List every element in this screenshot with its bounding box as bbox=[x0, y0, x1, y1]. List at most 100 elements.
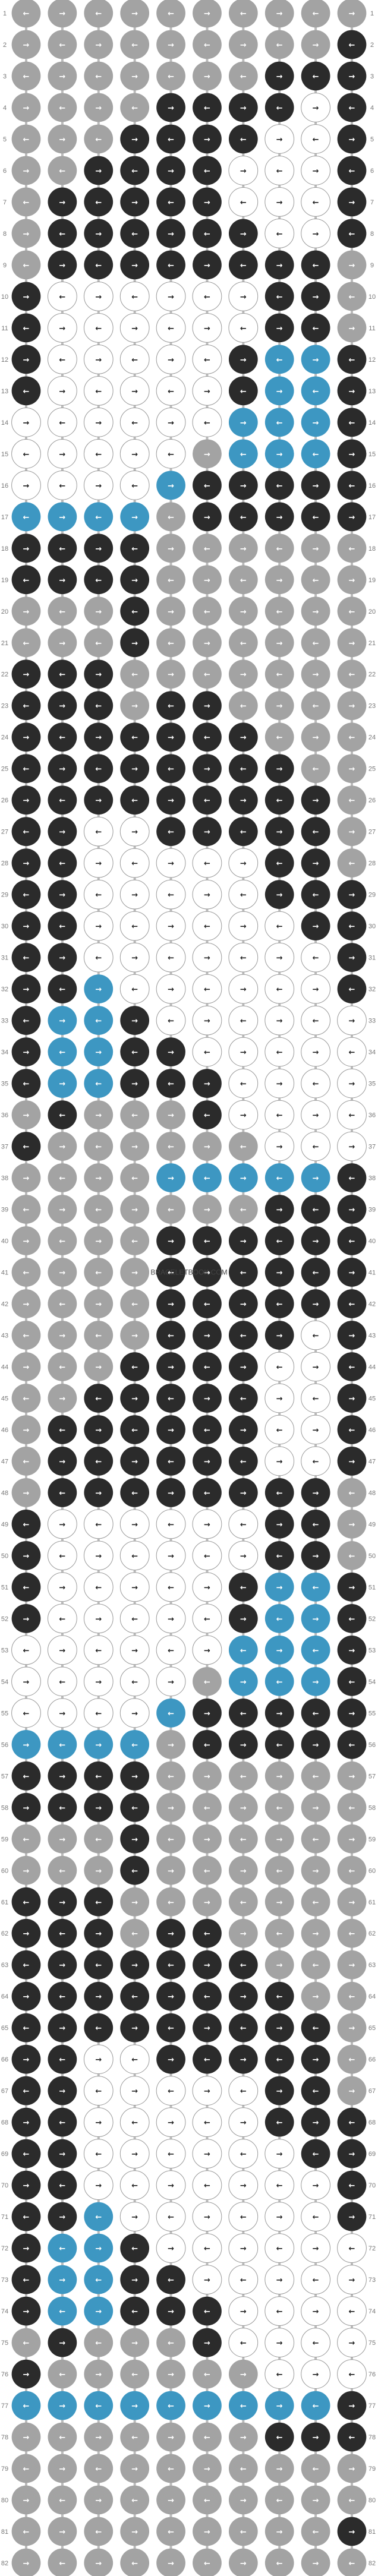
knot-arrow-icon: ← bbox=[95, 261, 102, 270]
knot-circle bbox=[84, 1447, 114, 1476]
knot-arrow-icon: → bbox=[131, 1017, 138, 1026]
knot: → bbox=[120, 1950, 150, 1980]
knot-arrow-icon: ← bbox=[313, 72, 319, 81]
knot-arrow-icon: → bbox=[131, 324, 138, 333]
knot-circle bbox=[11, 470, 41, 500]
knot-arrow-icon: → bbox=[313, 1804, 319, 1813]
knot-circle bbox=[264, 282, 294, 311]
knot: → bbox=[11, 1478, 41, 1507]
knot-arrow-icon: ← bbox=[23, 639, 30, 648]
knot: → bbox=[11, 407, 41, 437]
knot-circle bbox=[119, 1603, 150, 1634]
knot-circle bbox=[264, 1258, 294, 1287]
knot: → bbox=[11, 1729, 41, 1759]
knot-arrow-icon: → bbox=[23, 2559, 30, 2568]
knot-circle bbox=[120, 0, 150, 28]
knot-circle bbox=[156, 1478, 185, 1507]
knot-arrow-icon: ← bbox=[349, 545, 355, 554]
knot: ← bbox=[301, 1635, 330, 1665]
knot-arrow-icon: ← bbox=[349, 41, 355, 50]
knot-circle bbox=[84, 2391, 114, 2420]
knot-circle bbox=[11, 2296, 41, 2326]
knot-arrow-icon: ← bbox=[131, 167, 138, 176]
knot: ← bbox=[193, 1100, 222, 1129]
knot-circle bbox=[156, 628, 185, 658]
knot: → bbox=[337, 1698, 367, 1728]
knot-circle bbox=[120, 1069, 150, 1098]
knot: → bbox=[84, 1792, 114, 1822]
knot-circle bbox=[11, 1195, 41, 1224]
knot-circle bbox=[264, 2107, 294, 2137]
knot-circle bbox=[193, 659, 222, 689]
knot-arrow-icon: → bbox=[240, 1552, 247, 1561]
knot: ← bbox=[84, 2265, 114, 2294]
knot-arrow-icon: ← bbox=[23, 702, 30, 711]
knot: ← bbox=[193, 1666, 222, 1696]
knot-arrow-icon: ← bbox=[95, 765, 102, 774]
knot-arrow-icon: ← bbox=[313, 2528, 319, 2537]
knot: → bbox=[48, 2202, 77, 2231]
knot-circle bbox=[11, 2170, 41, 2200]
knot-circle bbox=[156, 1887, 185, 1917]
knot: ← bbox=[193, 93, 222, 122]
knot: ← bbox=[192, 407, 222, 437]
row-number-left: 63 bbox=[1, 1962, 8, 1969]
knot-arrow-icon: → bbox=[23, 1300, 30, 1309]
knot: → bbox=[301, 722, 330, 752]
knot-arrow-icon: → bbox=[131, 1394, 138, 1403]
knot-circle bbox=[11, 1792, 41, 1822]
knot: → bbox=[84, 1163, 114, 1192]
knot-arrow-icon: → bbox=[240, 1741, 247, 1750]
knot-arrow-icon: ← bbox=[59, 1867, 65, 1876]
knot: → bbox=[301, 1163, 330, 1192]
knot: → bbox=[120, 2454, 150, 2483]
row-number-left: 77 bbox=[1, 2403, 8, 2410]
knot-circle bbox=[48, 2359, 77, 2389]
knot-circle bbox=[301, 2296, 330, 2326]
knot-circle bbox=[264, 754, 294, 784]
knot-circle bbox=[48, 250, 77, 280]
knot-arrow-icon: → bbox=[240, 986, 247, 995]
row-number-left: 14 bbox=[1, 419, 8, 427]
row-number-right: 31 bbox=[368, 955, 376, 962]
knot-arrow-icon: ← bbox=[168, 1961, 174, 1970]
knot-arrow-icon: ← bbox=[349, 1363, 355, 1372]
knot: → bbox=[11, 848, 41, 878]
knot-circle bbox=[48, 1226, 77, 1255]
knot-circle bbox=[11, 1603, 41, 1633]
knot-arrow-icon: → bbox=[95, 1238, 102, 1246]
knot-circle bbox=[48, 533, 77, 563]
knot-arrow-icon: → bbox=[131, 1961, 138, 1970]
knot-arrow-icon: → bbox=[131, 576, 138, 585]
row-number-right: 37 bbox=[368, 1144, 376, 1151]
knot-arrow-icon: ← bbox=[95, 513, 102, 522]
knot-arrow-icon: ← bbox=[95, 198, 102, 207]
knot-arrow-icon: → bbox=[349, 1520, 355, 1529]
knot-arrow-icon: → bbox=[168, 1993, 174, 2002]
knot-circle bbox=[337, 1855, 367, 1885]
knot-arrow-icon: ← bbox=[168, 1583, 174, 1592]
knot: ← bbox=[337, 30, 367, 59]
knot-circle bbox=[156, 313, 186, 343]
knot-circle bbox=[301, 2013, 330, 2043]
row-number-right: 51 bbox=[368, 1584, 376, 1591]
knot-circle bbox=[11, 1006, 41, 1035]
knot-arrow-icon: → bbox=[95, 1741, 102, 1750]
knot: → bbox=[228, 30, 258, 59]
knot-circle bbox=[156, 1195, 185, 1224]
knot: ← bbox=[48, 785, 77, 815]
knot: ← bbox=[301, 1383, 330, 1413]
knot-circle bbox=[228, 1289, 258, 1318]
knot-circle bbox=[301, 1510, 330, 1539]
knot-circle bbox=[156, 2359, 185, 2389]
knot-arrow-icon: ← bbox=[276, 2056, 283, 2064]
knot: → bbox=[84, 1226, 114, 1255]
knot-circle bbox=[337, 722, 367, 752]
knot-arrow-icon: ← bbox=[204, 1930, 210, 1939]
knot: ← bbox=[84, 1384, 114, 1413]
knot-circle bbox=[120, 2485, 150, 2515]
knot: → bbox=[301, 408, 330, 437]
knot-arrow-icon: ← bbox=[204, 1426, 210, 1435]
knot-arrow-icon: → bbox=[204, 513, 210, 522]
knot-arrow-icon: → bbox=[276, 954, 283, 963]
